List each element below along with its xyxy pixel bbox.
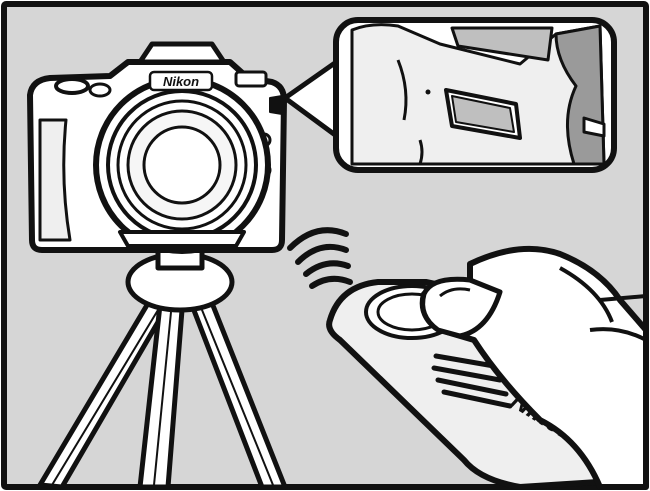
camera-brand-logo: Nikon [163,74,199,89]
camera-body [30,44,284,251]
mode-dial-icon [56,79,88,93]
top-lcd-icon [236,72,266,86]
camera-grip [40,120,70,240]
infrared-receiver-icon [270,96,282,114]
camera-prism [140,44,224,62]
shutter-button-icon [90,84,110,96]
lens-inner-element [144,127,220,203]
callout [285,20,614,170]
